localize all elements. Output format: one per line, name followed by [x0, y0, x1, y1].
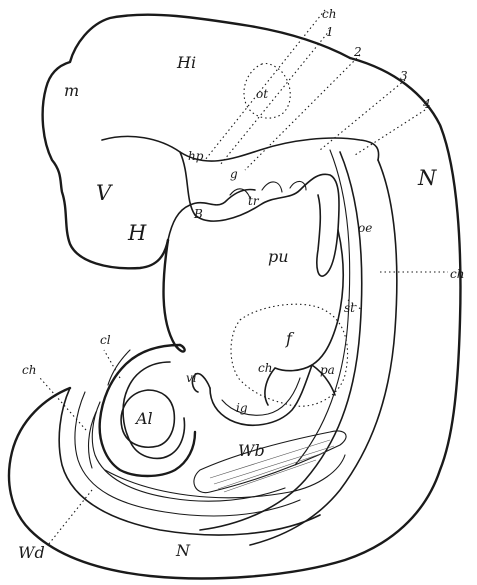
label-ch-top: ch [322, 7, 336, 21]
head-outline [43, 15, 350, 269]
pharynx-outline [180, 152, 339, 276]
section-lines [40, 10, 448, 545]
label-oe: oe [358, 221, 372, 235]
oesophagus [312, 230, 343, 365]
label-4: 4 [422, 97, 431, 111]
neural-line-inner [250, 160, 397, 545]
ventral-wall [164, 240, 185, 352]
label-Wb: Wb [238, 441, 265, 460]
label-N-right: N [417, 166, 437, 190]
label-B: B [193, 207, 203, 221]
label-2: 2 [353, 45, 362, 59]
label-V: V [96, 181, 113, 205]
cloaca-inner [123, 362, 184, 458]
label-st: st [344, 301, 355, 315]
liver-outline [231, 304, 348, 406]
label-N-bottom: N [175, 541, 191, 560]
label-ch-right: ch [450, 267, 464, 281]
label-f: f [285, 329, 295, 348]
label-Hi: Hi [176, 53, 196, 72]
label-ig: ig [236, 401, 248, 415]
label-H: H [127, 221, 147, 245]
label-pa: pa [320, 363, 335, 377]
label-3: 3 [400, 69, 408, 83]
midgut-inner [222, 378, 300, 415]
label-tr: tr [248, 194, 260, 208]
label-pu: pu [268, 247, 289, 266]
pharyngeal-pouches [230, 181, 306, 198]
label-vi: vi [186, 371, 197, 385]
label-cl: cl [100, 333, 111, 347]
label-hp: hp [188, 149, 204, 163]
tail-inner-curve [75, 392, 300, 516]
label-1: 1 [326, 25, 334, 39]
label-ot: ot [256, 87, 268, 101]
label-m: m [64, 81, 79, 100]
label-ch-mid: ch [258, 361, 272, 375]
label-g: g [230, 167, 238, 181]
label-Wd: Wd [18, 543, 45, 562]
label-ch-left: ch [22, 363, 36, 377]
neural-line-outer [102, 136, 379, 161]
label-Al: Al [134, 409, 153, 428]
